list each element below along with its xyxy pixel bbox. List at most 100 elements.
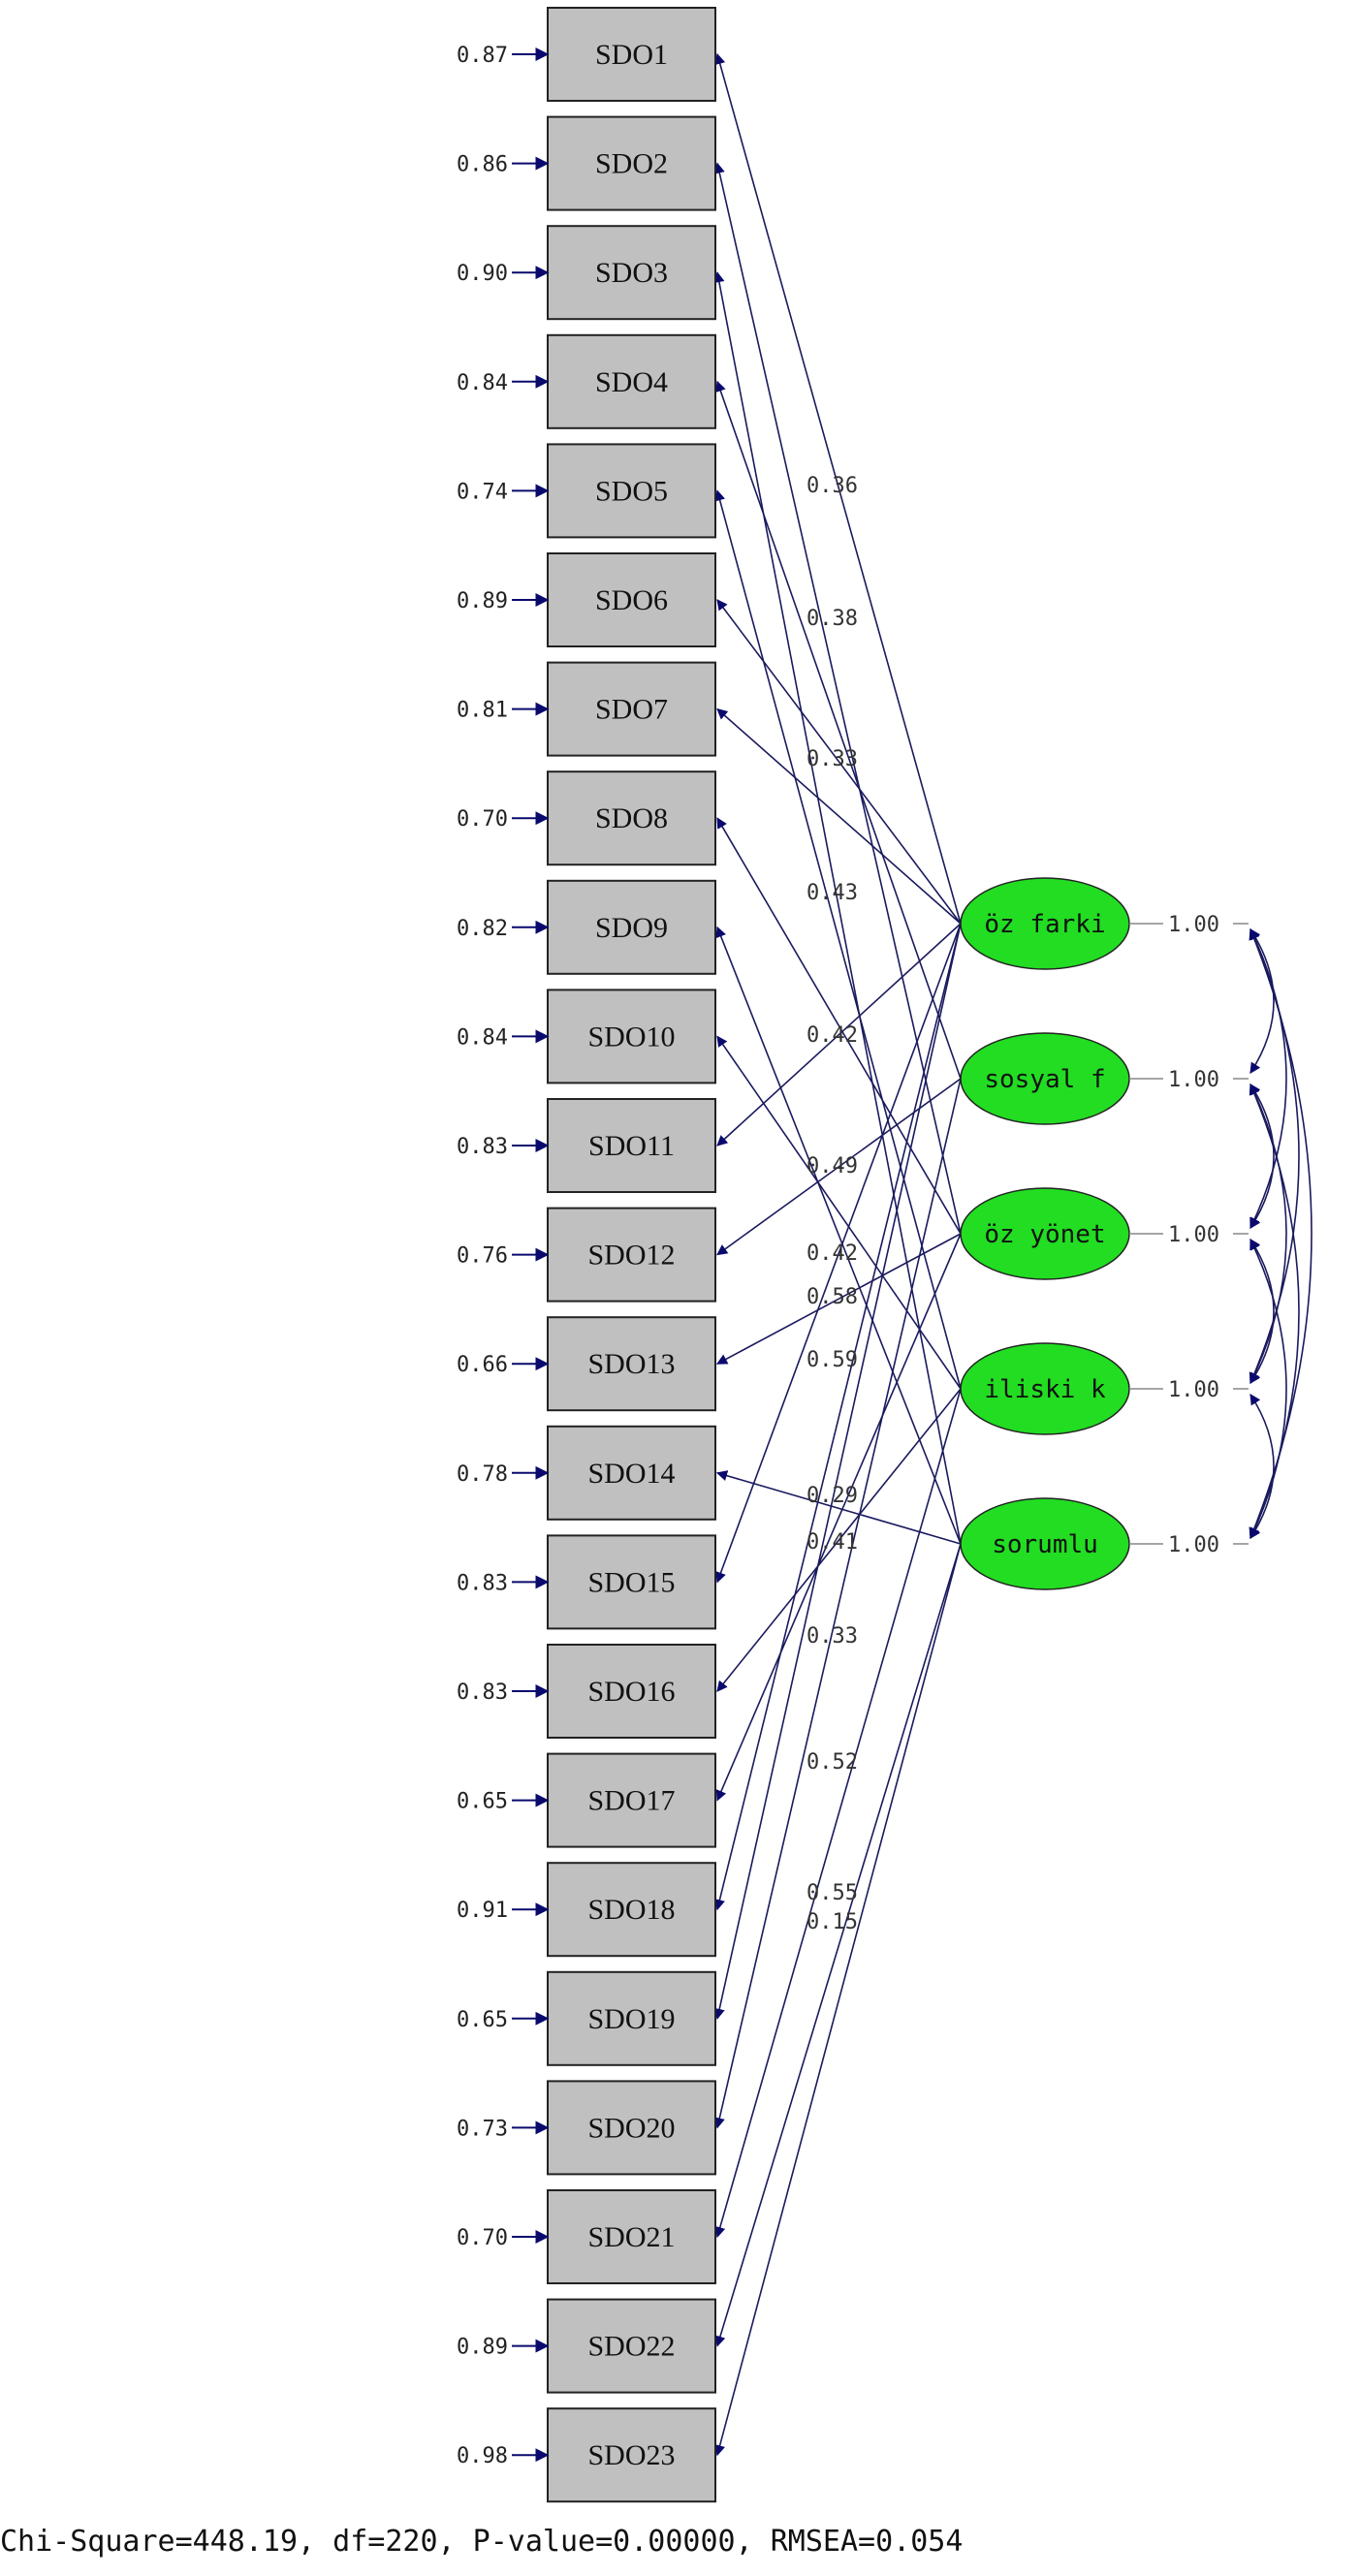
observed-box	[547, 115, 716, 211]
error-variance-label: 0.90	[457, 262, 508, 286]
observed-label: SDO11	[588, 1130, 675, 1162]
covariance-curve	[1249, 1238, 1287, 1540]
loading-path	[713, 162, 962, 1235]
observed-box	[547, 1316, 716, 1412]
observed-label: SDO1	[595, 39, 668, 71]
latent-variance-label: 1.00	[1168, 1378, 1219, 1402]
observed-label: SDO5	[595, 475, 668, 507]
error-variance-label: 0.78	[457, 1462, 508, 1487]
observed-label: SDO19	[587, 2003, 675, 2035]
observed-label: SDO21	[587, 2221, 675, 2253]
observed-box	[547, 2298, 716, 2394]
covariance-curve	[1249, 1084, 1275, 1229]
fit-statistics: Chi-Square=448.19, df=220, P-value=0.000…	[0, 2525, 964, 2559]
error-variance-label: 0.74	[457, 480, 508, 504]
observed-box	[547, 552, 716, 647]
loading-path	[714, 1543, 962, 2457]
loading-value: 0.33	[807, 1624, 858, 1649]
latent-label: öz yönet	[984, 1220, 1105, 1249]
observed-label: SDO22	[587, 2331, 675, 2363]
observed-label: SDO16	[587, 1676, 675, 1708]
loading-path	[714, 1388, 962, 2239]
loading-path	[716, 923, 962, 1147]
latent-variable: iliski k 1.00	[960, 1342, 1249, 1435]
observed-box	[547, 989, 716, 1084]
latent-label: sorumlu	[992, 1530, 1098, 1559]
error-variance-label: 0.83	[457, 1681, 508, 1705]
loading-value: 0.58	[807, 1285, 858, 1309]
observed-box	[547, 1098, 716, 1193]
observed-variable: SDO7 0.81	[457, 661, 716, 757]
loading-path	[716, 1388, 962, 1692]
error-variance-label: 0.86	[457, 153, 508, 177]
error-variance-label: 0.89	[457, 2336, 508, 2360]
loading-value: 0.29	[807, 1484, 858, 1508]
observed-box	[547, 7, 716, 102]
error-variance-label: 0.70	[457, 2226, 508, 2250]
observed-variable: SDO10.87	[457, 7, 716, 102]
error-variance-label: 0.98	[457, 2444, 508, 2468]
observed-label: SDO14	[587, 1458, 675, 1490]
loading-value: 0.59	[807, 1348, 858, 1372]
observed-label: SDO6	[595, 584, 668, 616]
loading-value: 0.43	[807, 881, 858, 905]
loading-path	[713, 923, 962, 1911]
loading-path	[714, 52, 962, 925]
latent-variance-label: 1.00	[1168, 1533, 1219, 1557]
observed-variable: SDO22 0.89	[457, 2298, 716, 2394]
error-variance-label: 0.84	[457, 371, 508, 395]
loading-path	[713, 271, 962, 1545]
error-variance-label: 0.76	[457, 1244, 508, 1269]
error-variance-label: 0.89	[457, 589, 508, 613]
observed-box	[547, 333, 716, 429]
observed-variable: SDO5 0.74	[457, 443, 716, 539]
observed-box	[547, 1644, 716, 1739]
latent-label: sosyal f	[984, 1065, 1105, 1094]
loading-value: 0.33	[807, 747, 858, 771]
latent-variance-label: 1.00	[1168, 1223, 1219, 1247]
observed-label: SDO2	[595, 148, 668, 180]
observed-variable: SDO2 0.86	[457, 115, 716, 211]
observed-label: SDO7	[595, 694, 668, 726]
error-variance-label: 0.66	[457, 1353, 508, 1377]
observed-variable: SDO23 0.98	[457, 2407, 716, 2503]
loading-path	[713, 923, 962, 2020]
observed-variable: SDO19 0.65	[457, 1970, 716, 2066]
error-variance-label: 0.81	[457, 699, 508, 723]
observed-label: SDO15	[587, 1566, 675, 1598]
observed-box	[547, 1534, 716, 1630]
loading-path	[715, 1233, 962, 1802]
loading-path	[715, 923, 962, 1584]
loading-path	[716, 817, 962, 1235]
error-variance-label: 0.65	[457, 2008, 508, 2032]
covariance-curve	[1249, 1083, 1287, 1385]
error-variance-label: 0.65	[457, 1790, 508, 1814]
observed-label: SDO9	[595, 912, 668, 944]
latent-label: iliski k	[984, 1375, 1106, 1404]
observed-box	[547, 1207, 716, 1303]
observed-label: SDO23	[587, 2439, 675, 2471]
covariance-curve	[1249, 928, 1275, 1074]
observed-variable: SDO14 0.78	[457, 1425, 716, 1521]
observed-box	[547, 1862, 716, 1958]
error-variance-label: 0.84	[457, 1025, 508, 1050]
observed-box	[547, 1425, 716, 1521]
covariance-curve	[1249, 927, 1287, 1230]
latent-label: öz farki	[984, 910, 1105, 939]
observed-variable: SDO6 0.89	[457, 552, 716, 647]
loading-value: 0.15	[807, 1910, 858, 1934]
loading-path	[715, 926, 962, 1545]
observed-box	[547, 770, 716, 866]
observed-label: SDO3	[595, 257, 668, 289]
